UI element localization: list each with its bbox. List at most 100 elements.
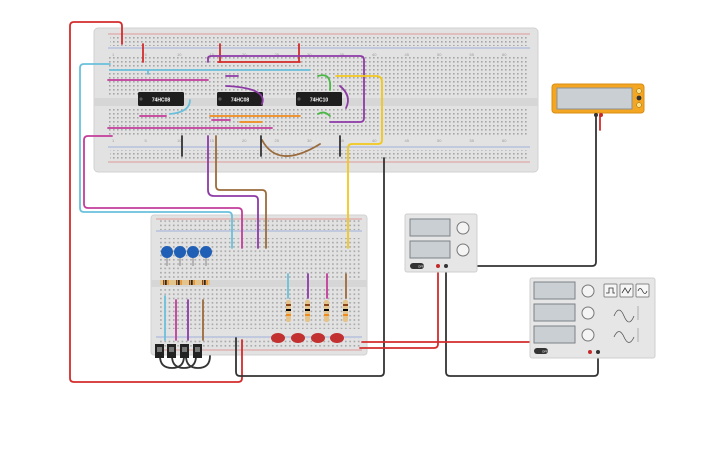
wire-black-fg-ground[interactable] (445, 267, 599, 377)
wire-black-ground-main[interactable] (235, 157, 385, 377)
fg-sine-wave-button[interactable] (635, 283, 650, 298)
resistor-band (176, 280, 178, 285)
column-numbers: 1155101015152020252530303535404045455050… (112, 52, 507, 143)
fg-square-wave-button[interactable] (603, 283, 618, 298)
column-number-top: 15 (210, 52, 215, 57)
supply-power-switch[interactable] (410, 263, 424, 269)
supply-voltage-display (409, 218, 451, 237)
multimeter-display (556, 87, 633, 110)
column-number-top: 25 (275, 52, 280, 57)
column-number-bottom: 45 (405, 138, 410, 143)
resistor-band (180, 280, 182, 285)
switch-3[interactable] (180, 344, 189, 358)
wire-purple-top[interactable] (207, 55, 365, 123)
fg-power-switch[interactable] (534, 348, 548, 354)
capacitor-3[interactable] (187, 246, 199, 266)
resistor-row-top[interactable] (160, 280, 210, 285)
column-number-bottom: 60 (502, 138, 507, 143)
fg-offset-display (533, 325, 576, 344)
fg-power-label: OFF (542, 350, 548, 354)
fg-negative-terminal[interactable] (596, 350, 600, 354)
multimeter-com-terminal[interactable] (594, 113, 598, 117)
multimeter-mode-v-button[interactable] (636, 95, 642, 101)
resistor-band (178, 280, 180, 285)
chip-2[interactable]: 74HC08 (217, 92, 263, 106)
wire-yellow[interactable] (335, 75, 383, 249)
chip-3[interactable]: 74HC10 (296, 92, 342, 106)
wire-green-chip3[interactable] (317, 74, 332, 91)
fg-offset-knob[interactable] (581, 328, 595, 342)
triangle-wave-icon (621, 287, 632, 294)
capacitor-1[interactable] (161, 246, 173, 266)
resistor-v-2[interactable] (305, 300, 310, 322)
wire-magenta-left[interactable] (83, 135, 243, 249)
fg-amplitude-knob[interactable] (581, 306, 595, 320)
fg-frequency-knob[interactable] (581, 284, 595, 298)
multimeter-mode-ohm-button[interactable] (636, 102, 642, 108)
wire-brown-2[interactable] (261, 139, 321, 157)
supply-negative-terminal[interactable] (444, 264, 448, 268)
small-center-channel (151, 280, 367, 287)
fg-frequency-display (533, 281, 576, 300)
multimeter[interactable] (551, 83, 645, 117)
sine-wave-icon (637, 288, 648, 294)
column-number-top: 10 (177, 52, 182, 57)
led-2[interactable] (291, 333, 305, 343)
column-number-top: 40 (372, 52, 377, 57)
wire-blue-long[interactable] (79, 63, 233, 249)
switch-2[interactable] (167, 344, 176, 358)
fg-positive-terminal[interactable] (588, 350, 592, 354)
wire-blue-chip1[interactable] (169, 99, 191, 115)
column-number-bottom: 1 (112, 138, 115, 143)
wire-brown-1[interactable] (215, 135, 267, 249)
resistor-band (204, 280, 206, 285)
wire-small-led-loop-2[interactable] (171, 355, 197, 369)
capacitor-2[interactable] (174, 246, 186, 266)
column-number-bottom: 55 (470, 138, 475, 143)
resistor-v-4[interactable] (343, 300, 348, 322)
column-number-top: 50 (437, 52, 442, 57)
wire-red-supply-to-bb[interactable] (359, 265, 439, 349)
power-supply[interactable]: OFF (404, 213, 478, 273)
resistor-band (189, 280, 191, 285)
chip-1[interactable]: 74HC08 (138, 92, 184, 106)
fg-amplitude-display (533, 303, 576, 322)
supply-voltage-knob[interactable] (456, 221, 470, 235)
resistor-band (163, 280, 165, 285)
resistor-band (193, 280, 195, 285)
column-number-bottom: 5 (145, 138, 148, 143)
column-number-top: 30 (307, 52, 312, 57)
wire-purple-chip2-loop[interactable] (225, 85, 264, 105)
supply-current-display (409, 240, 451, 259)
square-wave-icon (606, 287, 615, 294)
chip-2-label: 74HC08 (231, 98, 250, 104)
resistor-v-3[interactable] (324, 300, 329, 322)
capacitor-4[interactable] (200, 246, 212, 266)
wire-purple-chip2[interactable] (207, 135, 259, 249)
supply-current-knob[interactable] (456, 243, 470, 257)
wire-red-supply-loop[interactable] (69, 21, 243, 383)
switch-1[interactable] (155, 344, 164, 358)
wire-small-led-loop-3[interactable] (185, 355, 211, 369)
supply-positive-terminal[interactable] (436, 264, 440, 268)
switch-4[interactable] (193, 344, 202, 358)
resistor-v-1[interactable] (286, 300, 291, 322)
wire-purple-chip3-loop[interactable] (339, 85, 349, 109)
wire-small-led-loop-1[interactable] (159, 355, 185, 369)
column-number-top: 5 (145, 52, 148, 57)
column-number-top: 35 (340, 52, 345, 57)
wire-green-short[interactable] (317, 111, 331, 117)
multimeter-mode-a-button[interactable] (636, 88, 642, 94)
column-number-bottom: 20 (242, 138, 247, 143)
chip-3-label: 74HC10 (310, 98, 329, 104)
led-1[interactable] (271, 333, 285, 343)
led-3[interactable] (311, 333, 325, 343)
resistor-band (191, 280, 193, 285)
led-4[interactable] (330, 333, 344, 343)
resistor-band (167, 280, 169, 285)
function-generator[interactable]: OFF (529, 277, 656, 359)
wire-black-supply-to-main[interactable] (445, 115, 597, 267)
multimeter-v-terminal[interactable] (599, 113, 603, 117)
fg-triangle-wave-button[interactable] (619, 283, 634, 298)
